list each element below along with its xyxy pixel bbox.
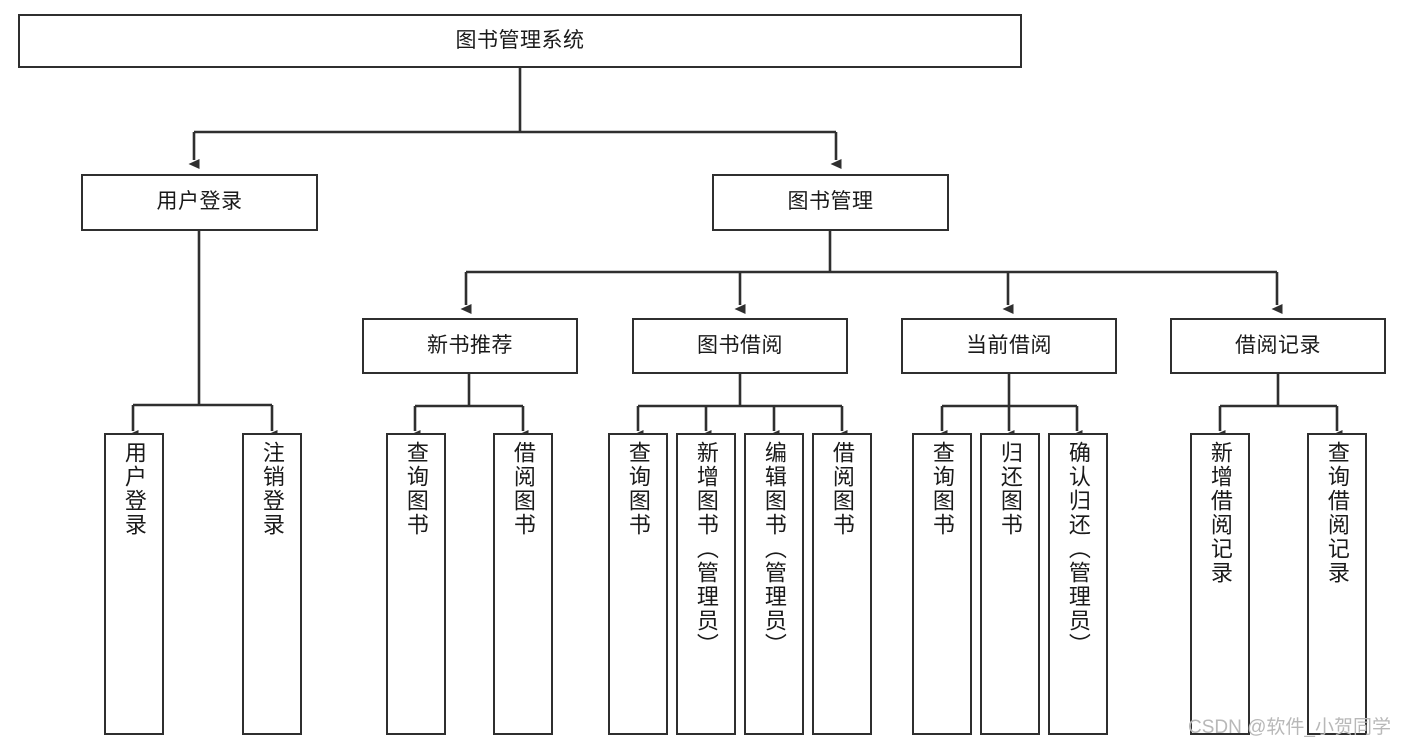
node-label: 用户登录 [121,441,147,537]
node-label: 编辑图书（管理员） [761,441,787,657]
node-label: 查询借阅记录 [1324,441,1350,585]
leaf-current-borrow-query[interactable]: 查询图书 [912,433,972,735]
node-label: 新书推荐 [427,333,513,357]
node-label: 图书借阅 [697,333,783,357]
leaf-user-login-login[interactable]: 用户登录 [104,433,164,735]
node-label: 图书管理 [787,190,874,214]
node-label: 查询图书 [929,441,955,537]
node-borrow-record[interactable]: 借阅记录 [1170,318,1386,374]
node-root-system[interactable]: 图书管理系统 [18,14,1022,68]
node-label: 注销登录 [259,441,285,537]
node-label: 归还图书 [997,441,1023,537]
node-book-management[interactable]: 图书管理 [712,174,949,231]
leaf-new-book-borrow[interactable]: 借阅图书 [493,433,553,735]
node-current-borrow[interactable]: 当前借阅 [901,318,1117,374]
leaf-new-book-query[interactable]: 查询图书 [386,433,446,735]
node-label: 查询图书 [625,441,651,537]
node-user-login[interactable]: 用户登录 [81,174,318,231]
leaf-borrow-record-query[interactable]: 查询借阅记录 [1307,433,1367,735]
leaf-book-borrow-add[interactable]: 新增图书（管理员） [676,433,736,735]
node-label: 确认归还（管理员） [1065,441,1091,657]
node-new-book-recommend[interactable]: 新书推荐 [362,318,578,374]
node-label: 借阅记录 [1235,333,1321,357]
node-label: 新增图书（管理员） [693,441,719,657]
leaf-user-login-logout[interactable]: 注销登录 [242,433,302,735]
node-label: 用户登录 [156,190,243,214]
leaf-current-borrow-return[interactable]: 归还图书 [980,433,1040,735]
node-label: 当前借阅 [966,333,1052,357]
leaf-borrow-record-add[interactable]: 新增借阅记录 [1190,433,1250,735]
leaf-book-borrow-query[interactable]: 查询图书 [608,433,668,735]
csdn-watermark: CSDN @软件_小贺同学 [1188,717,1391,738]
node-label: 图书管理系统 [455,28,585,52]
node-label: 借阅图书 [829,441,855,537]
leaf-book-borrow-edit[interactable]: 编辑图书（管理员） [744,433,804,735]
node-label: 借阅图书 [510,441,536,537]
node-label: 查询图书 [403,441,429,537]
node-label: 新增借阅记录 [1207,441,1233,585]
leaf-current-borrow-confirm-return[interactable]: 确认归还（管理员） [1048,433,1108,735]
leaf-book-borrow-borrow[interactable]: 借阅图书 [812,433,872,735]
node-book-borrow[interactable]: 图书借阅 [632,318,848,374]
